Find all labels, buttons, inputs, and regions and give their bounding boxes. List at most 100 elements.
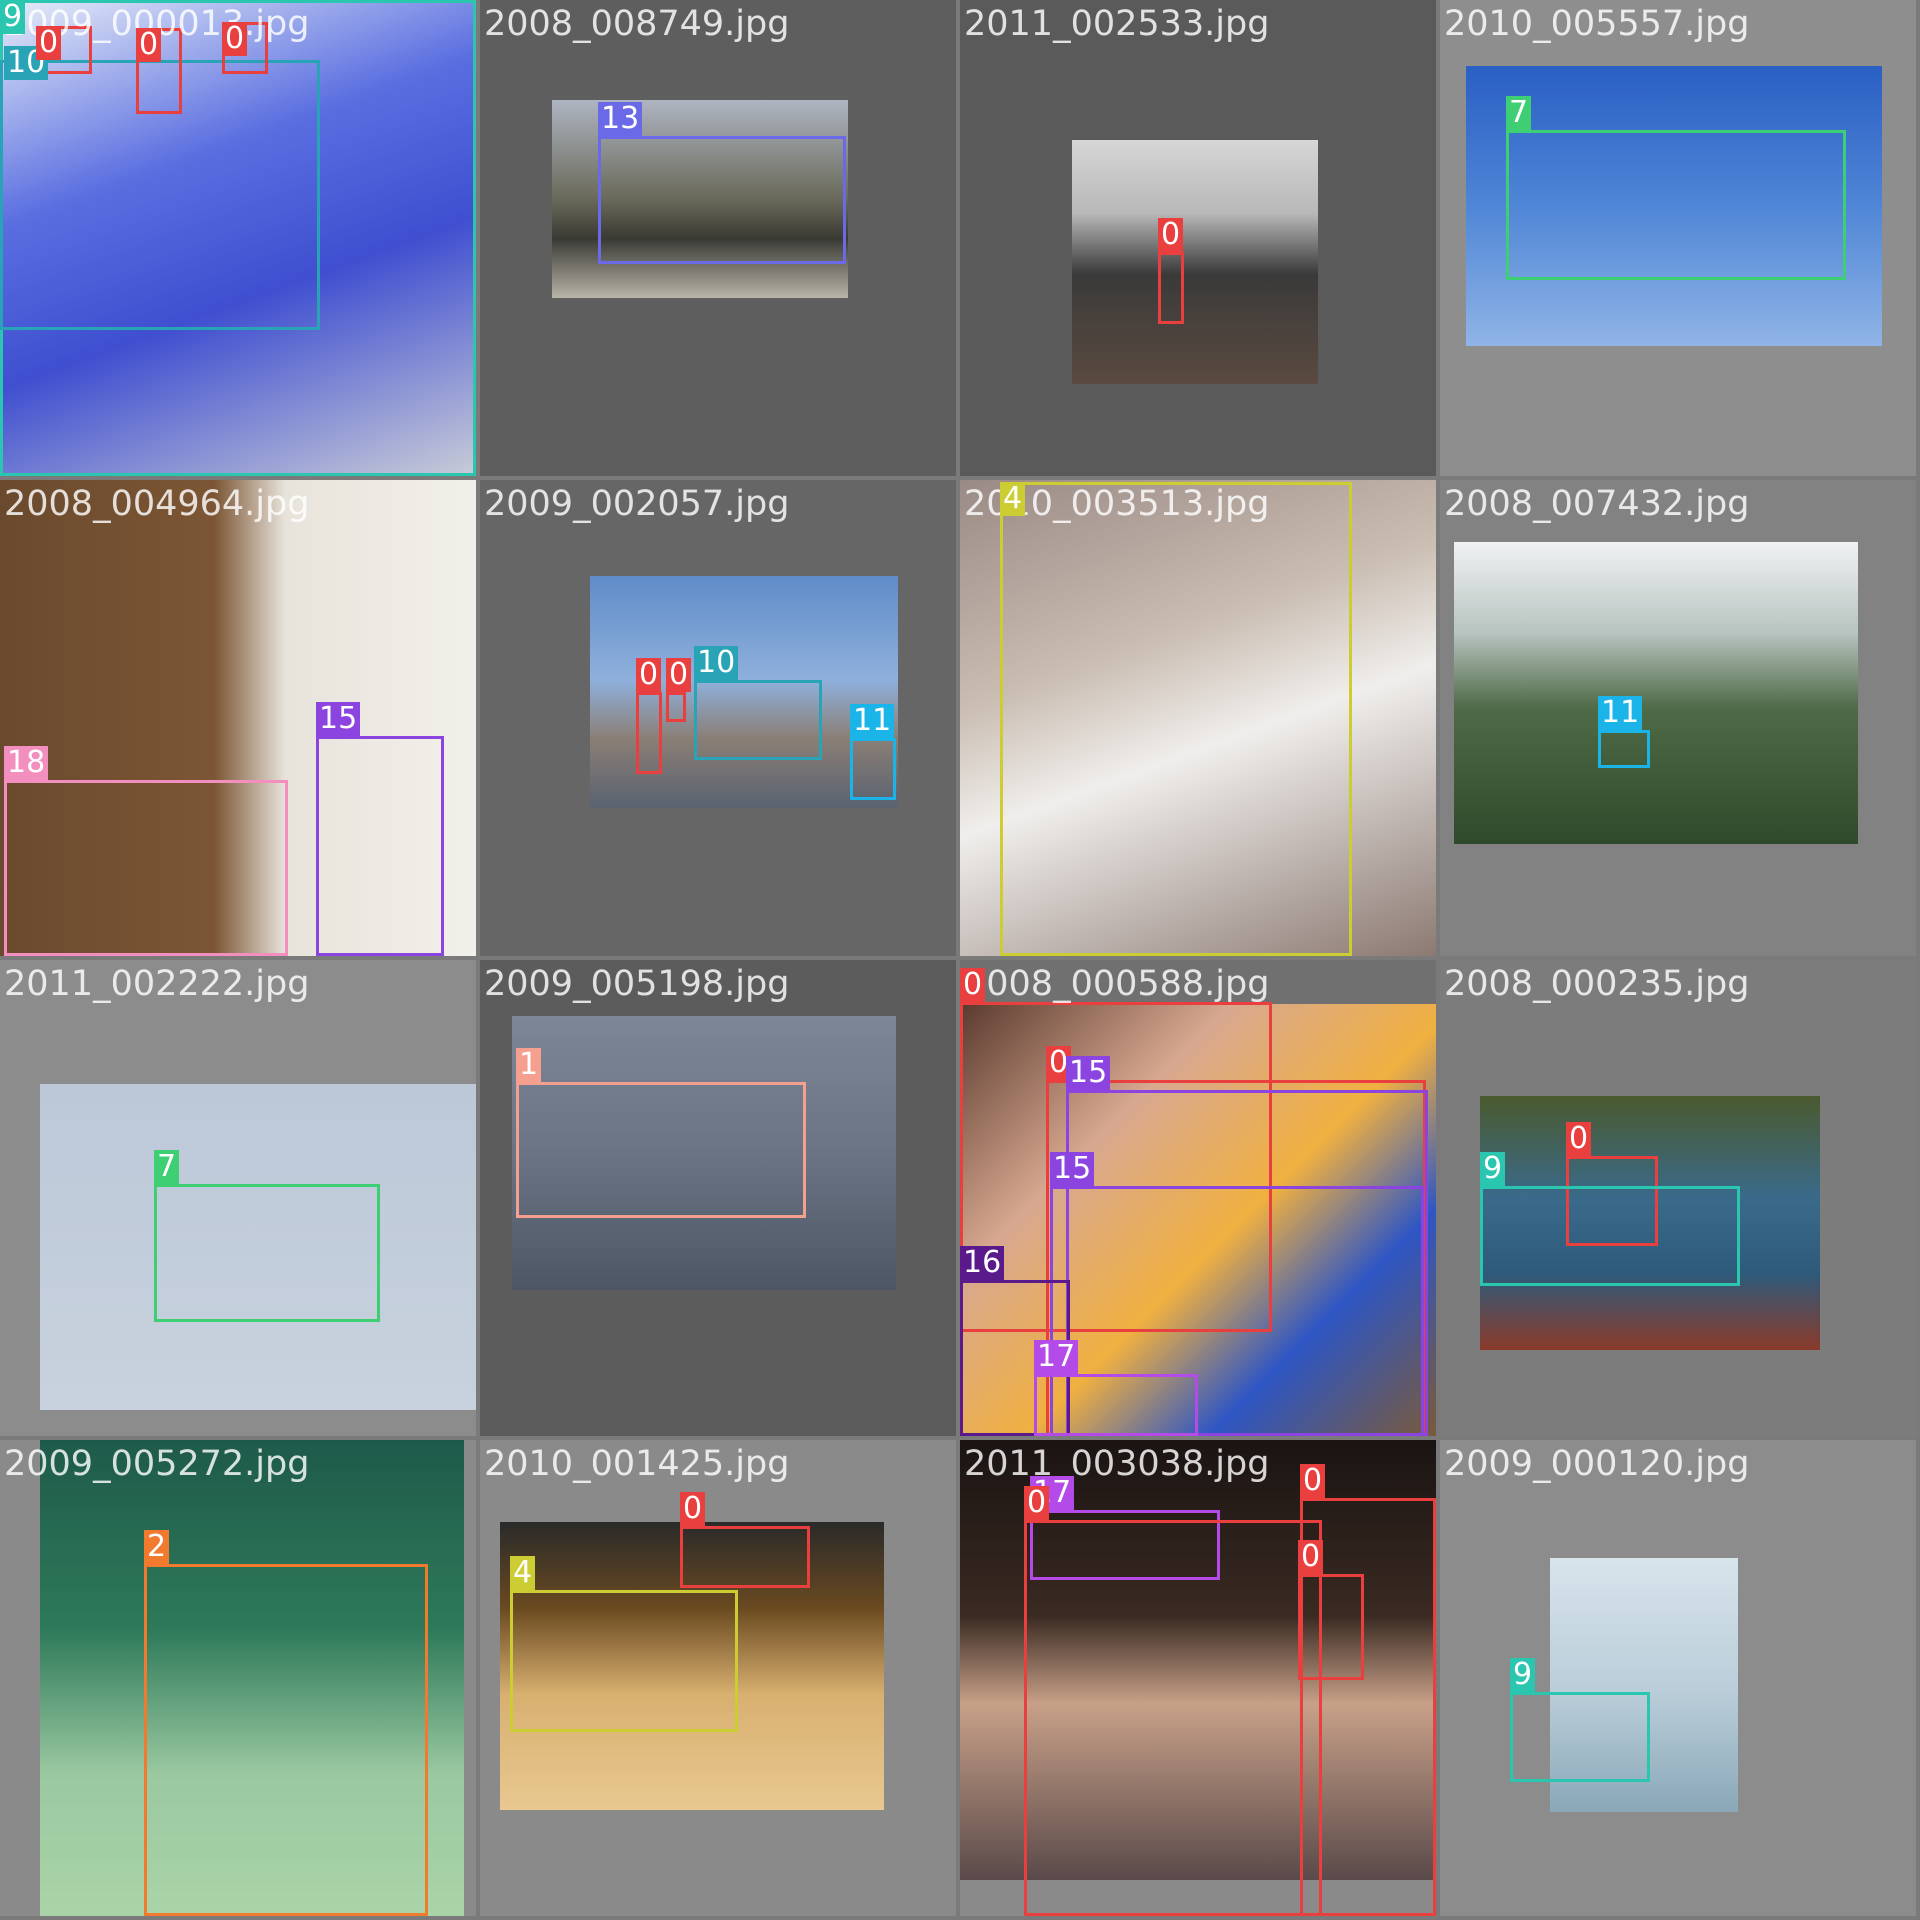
image-tile[interactable]: 2010_005557.jpg 7 — [1440, 0, 1916, 476]
box-class-label: 11 — [850, 704, 895, 738]
bounding-box — [850, 738, 896, 800]
image-tile[interactable]: 2010_001425.jpg 0 4 — [480, 1440, 956, 1916]
bounding-box — [316, 736, 444, 956]
tile-filename: 2008_000235.jpg — [1444, 964, 1750, 1004]
bounding-box — [1300, 1498, 1436, 1916]
box-class-label: 0 — [1298, 1540, 1324, 1574]
box-class-label: 0 — [960, 968, 986, 1002]
bounding-box — [1510, 1692, 1650, 1782]
box-class-label: 0 — [1158, 218, 1184, 252]
tile-photo — [500, 1522, 884, 1810]
image-tile[interactable]: 2009_005272.jpg 2 — [0, 1440, 476, 1916]
bounding-box — [516, 1082, 806, 1218]
tile-photo — [1466, 66, 1882, 346]
tile-filename: 2011_002222.jpg — [4, 964, 310, 1004]
bounding-box — [960, 1002, 1272, 1332]
box-class-label: 0 — [680, 1492, 706, 1526]
image-tile[interactable]: 2011_002222.jpg 7 — [0, 960, 476, 1436]
box-class-label: 18 — [4, 746, 49, 780]
tile-filename: 2008_008749.jpg — [484, 4, 790, 44]
box-class-label: 0 — [1566, 1122, 1592, 1156]
box-class-label: 11 — [1598, 696, 1643, 730]
bounding-box — [1024, 1520, 1322, 1916]
tile-filename: 2008_004964.jpg — [4, 484, 310, 524]
box-class-label: 0 — [1024, 1486, 1050, 1520]
tile-filename: 2008_007432.jpg — [1444, 484, 1750, 524]
tile-filename: 2011_003038.jpg — [964, 1444, 1270, 1484]
tile-photo — [1550, 1558, 1738, 1812]
bounding-box — [4, 780, 288, 956]
image-tile[interactable]: 2008_004964.jpg 15 18 — [0, 480, 476, 956]
box-class-label: 13 — [598, 102, 643, 136]
image-tile[interactable]: 2009_000120.jpg 9 — [1440, 1440, 1916, 1916]
bounding-box — [154, 1184, 380, 1322]
bounding-box — [1298, 1574, 1364, 1680]
box-class-label: 0 — [222, 22, 248, 56]
tile-filename: 2009_005198.jpg — [484, 964, 790, 1004]
box-class-label: 0 — [666, 658, 692, 692]
bounding-box — [666, 692, 686, 722]
tile-filename: 2010_001425.jpg — [484, 1444, 790, 1484]
box-class-label: 9 — [1510, 1658, 1536, 1692]
box-class-label: 4 — [510, 1556, 536, 1590]
box-class-label: 9 — [1480, 1152, 1506, 1186]
box-class-label: 0 — [36, 26, 62, 60]
image-tile[interactable]: 2011_002533.jpg 0 — [960, 0, 1436, 476]
bounding-box — [1480, 1186, 1740, 1286]
image-tile[interactable]: 2009_005198.jpg 1 — [480, 960, 956, 1436]
box-class-label: 2 — [144, 1530, 170, 1564]
box-class-label: 15 — [316, 702, 361, 736]
bounding-box — [1030, 1510, 1220, 1580]
tile-photo — [40, 1440, 464, 1916]
tile-photo — [512, 1016, 896, 1290]
box-class-label: 0 — [636, 658, 662, 692]
image-tile[interactable]: 2008_007432.jpg 11 — [1440, 480, 1916, 956]
tile-photo — [40, 1084, 476, 1410]
box-class-label: 1 — [516, 1048, 542, 1082]
bounding-box — [598, 136, 846, 264]
box-class-label: 0 — [1300, 1464, 1326, 1498]
bounding-box — [1034, 1374, 1198, 1436]
tile-filename: 2009_005272.jpg — [4, 1444, 310, 1484]
box-class-label: 0 — [136, 28, 162, 62]
image-tile[interactable]: 2008_000235.jpg 0 9 — [1440, 960, 1916, 1436]
bounding-box — [144, 1564, 428, 1916]
tile-filename: 2009_002057.jpg — [484, 484, 790, 524]
bounding-box — [1506, 130, 1846, 280]
bounding-box — [1598, 730, 1650, 768]
bounding-box — [680, 1526, 810, 1588]
image-tile[interactable]: 2008_008749.jpg 13 — [480, 0, 956, 476]
tile-photo — [0, 0, 476, 476]
tile-filename: 2009_000120.jpg — [1444, 1444, 1750, 1484]
bounding-box — [1000, 482, 1352, 956]
box-class-label: 4 — [1000, 482, 1026, 516]
box-class-label: 16 — [960, 1246, 1005, 1280]
bounding-box — [510, 1590, 738, 1732]
box-class-label: 7 — [1506, 96, 1532, 130]
box-class-label: 15 — [1066, 1056, 1111, 1090]
box-class-label: 10 — [694, 646, 739, 680]
tile-filename: 2008_000588.jpg — [964, 964, 1270, 1004]
box-class-label: 7 — [154, 1150, 180, 1184]
tile-photo — [1072, 140, 1318, 384]
bounding-box — [1050, 1186, 1424, 1436]
tile-filename: 2011_002533.jpg — [964, 4, 1270, 44]
box-class-label: 15 — [1050, 1152, 1095, 1186]
bounding-box — [1158, 252, 1184, 324]
tile-photo — [1480, 1096, 1820, 1350]
tile-photo — [0, 480, 476, 956]
bounding-box — [636, 692, 662, 774]
tile-photo — [1454, 542, 1858, 844]
bounding-box — [1566, 1156, 1658, 1246]
box-class-label: 17 — [1034, 1340, 1079, 1374]
bounding-box — [694, 680, 822, 760]
box-class-label: 9 — [0, 0, 26, 34]
tile-photo — [960, 480, 1436, 956]
tile-filename: 2010_005557.jpg — [1444, 4, 1750, 44]
